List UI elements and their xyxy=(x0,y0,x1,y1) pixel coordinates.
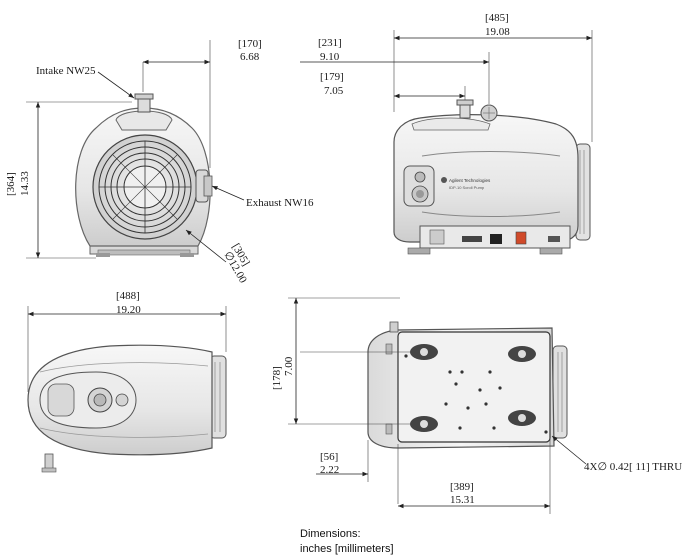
bottom-view xyxy=(367,321,568,449)
label-intake: Intake NW25 xyxy=(36,65,96,77)
dim-bottom-height-in: 7.00 xyxy=(283,356,295,376)
dim-front-height-in: 14.33 xyxy=(19,171,31,196)
label-mount-holes: 4X∅ 0.42[ 11] THRU xyxy=(584,461,682,473)
front-view xyxy=(75,93,213,257)
bottom-foot xyxy=(508,410,536,426)
dim-side-231-in: 9.10 xyxy=(320,51,340,63)
brand-name: Agilent Technologies xyxy=(449,178,491,183)
bottom-view-dimensions: [178] 7.00 [56] 2.22 [389] 15.31 4X∅ 0.4… xyxy=(271,297,682,514)
bottom-foot xyxy=(410,416,438,432)
dim-bottom-389-in: 15.31 xyxy=(450,494,475,506)
side-view-dimensions: [485] 19.08 [231] 9.10 [179] 7.05 xyxy=(300,12,593,142)
brand-model: IDP-10 Scroll Pump xyxy=(449,185,485,190)
dim-side-179-in: 7.05 xyxy=(324,85,344,97)
dim-front-offset-mm: [170] xyxy=(238,38,262,50)
dim-bottom-56-mm: [56] xyxy=(320,451,338,463)
dim-top-length-mm: [488] xyxy=(116,290,140,302)
bottom-foot xyxy=(410,344,438,360)
side-view: Agilent Technologies IDP-10 Scroll Pump xyxy=(393,99,591,255)
dim-front-offset-in: 6.68 xyxy=(240,51,260,63)
units-note: Dimensions: inches [millimeters] xyxy=(300,528,394,555)
label-exhaust: Exhaust NW16 xyxy=(246,197,314,209)
dim-bottom-389-mm: [389] xyxy=(450,481,474,493)
top-view xyxy=(27,344,227,473)
front-view-dimensions: [170] 6.68 [364] 14.33 [305] ∅12.00 Inta… xyxy=(5,38,314,286)
dim-side-179-mm: [179] xyxy=(320,71,344,83)
units-note-title: Dimensions: xyxy=(300,528,361,540)
units-note-units: inches [millimeters] xyxy=(300,543,394,555)
bottom-foot xyxy=(508,346,536,362)
top-view-dimensions: [488] 19.20 xyxy=(27,290,227,392)
dim-side-231-mm: [231] xyxy=(318,37,342,49)
dim-bottom-56-in: 2.22 xyxy=(320,464,339,476)
dim-side-length-in: 19.08 xyxy=(485,26,510,38)
dim-top-length-in: 19.20 xyxy=(116,304,141,316)
dim-front-height-mm: [364] xyxy=(5,172,17,196)
dim-side-length-mm: [485] xyxy=(485,12,509,24)
dim-bottom-height-mm: [178] xyxy=(271,366,283,390)
